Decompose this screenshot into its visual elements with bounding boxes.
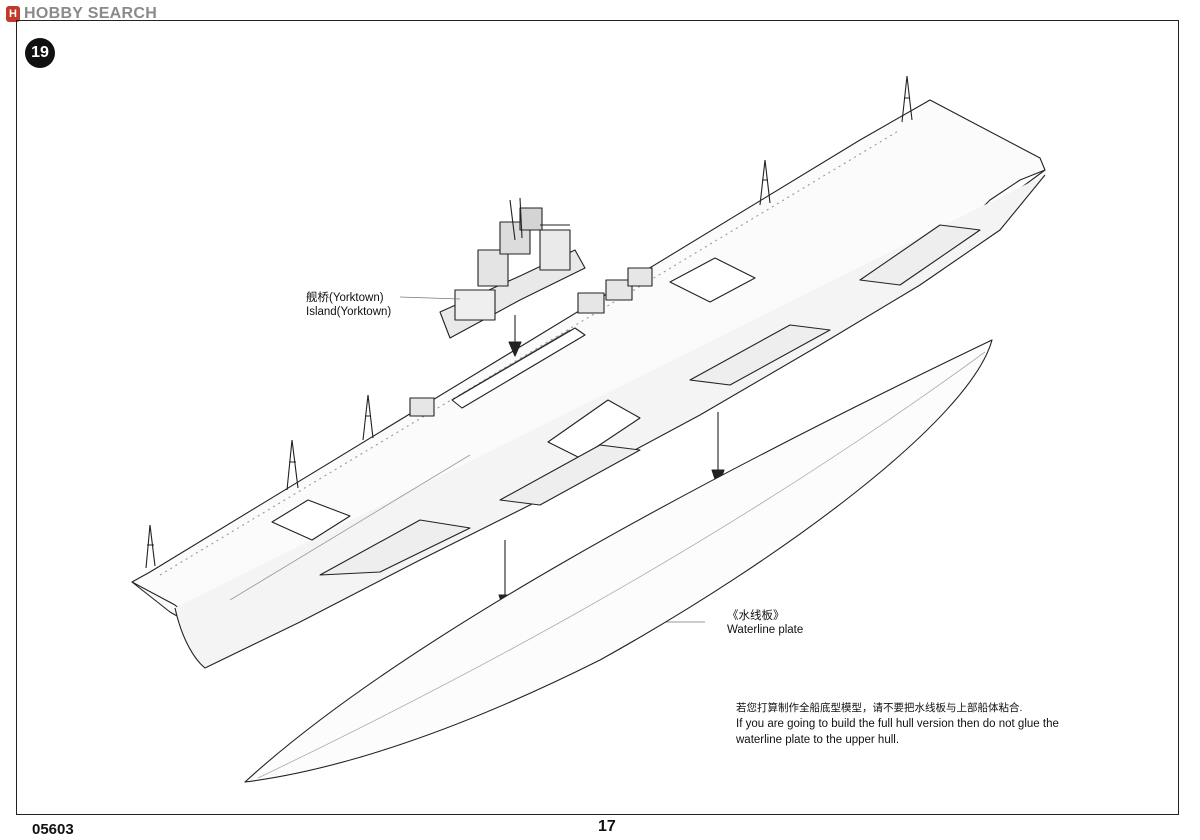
hobby-search-logo: H HOBBY SEARCH (6, 4, 157, 24)
step-number-badge: 19 (25, 38, 55, 68)
waterline-label-cn: 《水线板》 (727, 610, 785, 622)
island-superstructure (439, 197, 586, 339)
instruction-en-line1: If you are going to build the full hull … (736, 718, 1059, 730)
kit-code: 05603 (32, 821, 74, 838)
instruction-frame (16, 20, 1179, 815)
brand-name: HOBBY SEARCH (24, 5, 158, 22)
instruction-en-line2: waterline plate to the upper hull. (736, 734, 900, 746)
assembly-instruction-note: 若您打算制作全船底型模型，请不要把水线板与上部船体粘合. If you are … (736, 700, 1156, 748)
island-label-cn: 舰桥(Yorktown) (306, 292, 384, 304)
antenna-mast (145, 524, 156, 569)
elevator-mid (547, 399, 641, 459)
antenna-mast (286, 439, 299, 491)
waterline-plate-label: 《水线板》 Waterline plate (727, 609, 803, 637)
island-label: 舰桥(Yorktown) Island(Yorktown) (306, 291, 391, 319)
waterline-plate (244, 339, 993, 783)
antenna-mast (759, 159, 771, 206)
instruction-cn: 若您打算制作全船底型模型，请不要把水线板与上部船体粘合. (736, 702, 1023, 714)
elevator-aft (271, 499, 351, 541)
hobby-search-logo-icon: H (6, 6, 20, 22)
antenna-mast (901, 75, 913, 123)
elevator-fwd (669, 257, 756, 303)
waterline-label-en: Waterline plate (727, 624, 804, 636)
assembly-arrow (508, 315, 522, 357)
antenna-mast (362, 394, 374, 441)
island-label-en: Island(Yorktown) (306, 306, 392, 318)
page-number: 17 (598, 818, 616, 835)
